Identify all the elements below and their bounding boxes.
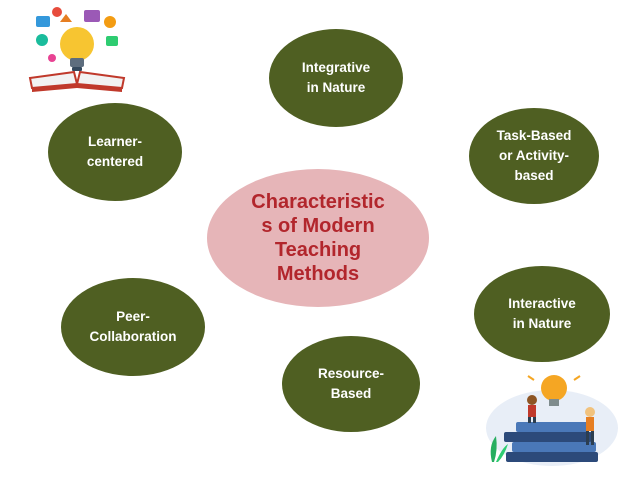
node-integrative-in-nature: Integrative in Nature: [269, 29, 403, 127]
node-interactive-in-nature: Interactive in Nature: [474, 266, 610, 362]
book-lightbulb-icon: [28, 7, 126, 92]
node-learner-centered: Learner- centered: [48, 103, 182, 201]
books-people-lightbulb-illustration: [486, 375, 618, 466]
node-peer-collaboration: Peer- Collaboration: [61, 278, 205, 376]
central-topic-node: Characteristic s of Modern Teaching Meth…: [207, 169, 429, 307]
node-resource-based: Resource- Based: [282, 336, 420, 432]
node-task-based: Task-Based or Activity- based: [469, 108, 599, 204]
